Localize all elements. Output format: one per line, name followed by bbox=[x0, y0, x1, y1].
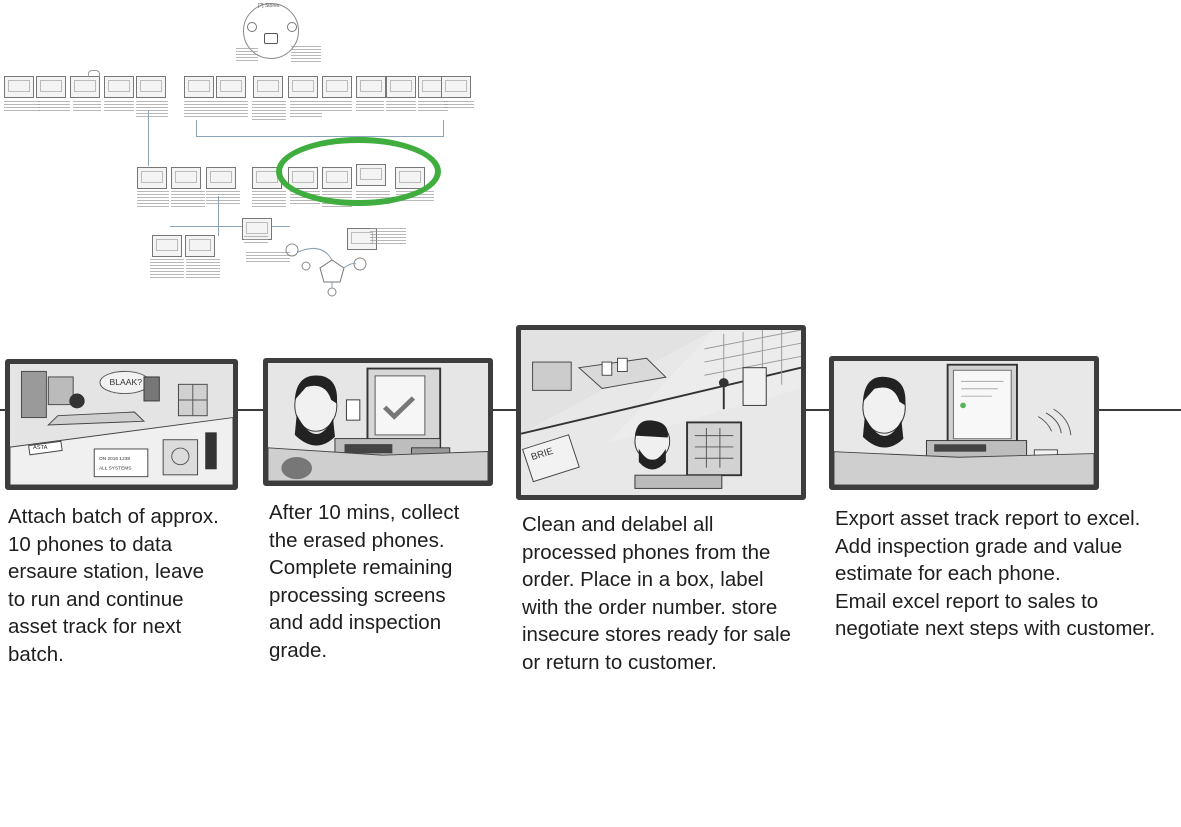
panel2-sketch bbox=[268, 363, 488, 481]
envelope-icon bbox=[264, 33, 278, 44]
caption-line: grade. bbox=[269, 638, 328, 662]
panel1-doc-text-1: ON 2016 1238 bbox=[99, 456, 130, 461]
caption-line: Export asset track report to excel. bbox=[835, 507, 1141, 530]
panel1-label-text: ASTA bbox=[33, 445, 48, 451]
caption-line: Email excel report to sales to bbox=[835, 589, 1099, 613]
hub-circle bbox=[243, 3, 299, 59]
caption-line: insecure stores ready for sale bbox=[522, 623, 791, 647]
caption-line: order. Place in a box, label bbox=[522, 568, 764, 592]
caption-line: 10 phones to data bbox=[8, 532, 173, 556]
panel3-caption: Clean and delabel all processed phones f… bbox=[522, 511, 791, 677]
caption-line: estimate for each phone. bbox=[835, 562, 1061, 586]
caption-line: Complete remaining bbox=[269, 556, 453, 580]
highlight-ellipse bbox=[276, 137, 441, 206]
caption-line: negotiate next steps with customer. bbox=[835, 617, 1156, 641]
caption-line: with the order number. store bbox=[522, 595, 778, 619]
storyboard-panel-2 bbox=[263, 358, 493, 486]
caption-line: processing screens bbox=[269, 583, 446, 607]
caption-line: After 10 mins, collect bbox=[269, 501, 460, 524]
panel1-doc-text-2: ALL SYSTEMS bbox=[99, 465, 131, 470]
caption-line: and add inspection bbox=[269, 611, 442, 635]
caption-line: the erased phones. bbox=[269, 528, 445, 552]
caption-line: Add inspection grade and value bbox=[835, 534, 1123, 558]
storyboard-panel-3: BRIE bbox=[516, 325, 806, 500]
panel1-sketch: BLAAK? ASTA ON 2016 1238 ALL SYSTEMS bbox=[10, 364, 233, 485]
caption-line: batch. bbox=[8, 642, 64, 666]
caption-line: Clean and delabel all bbox=[522, 513, 714, 536]
storyboard-panel-1: BLAAK? ASTA ON 2016 1238 ALL SYSTEMS bbox=[5, 359, 238, 490]
panel1-caption: Attach batch of approx. 10 phones to dat… bbox=[8, 503, 219, 669]
panel2-caption: After 10 mins, collect the erased phones… bbox=[269, 499, 459, 665]
panel4-caption: Export asset track report to excel. Add … bbox=[835, 505, 1155, 643]
caption-line: processed phones from the bbox=[522, 540, 771, 564]
caption-line: ersaure station, leave bbox=[8, 560, 205, 584]
caption-line: or return to customer. bbox=[522, 650, 717, 674]
hub-node-right bbox=[287, 22, 297, 32]
panel4-sketch bbox=[834, 361, 1094, 485]
hub-node-left bbox=[247, 22, 257, 32]
panel3-sketch: BRIE bbox=[521, 330, 801, 495]
caption-line: asset track for next bbox=[8, 615, 182, 639]
caption-line: Attach batch of approx. bbox=[8, 505, 219, 528]
pentagon-network bbox=[285, 243, 367, 297]
panel1-sign-text: BLAAK? bbox=[110, 377, 143, 387]
caption-line: to run and continue bbox=[8, 587, 184, 611]
hub-label: [?] Stores bbox=[258, 3, 280, 9]
storyboard-panel-4 bbox=[829, 356, 1099, 490]
overview-map: [?] Stores bbox=[0, 0, 480, 300]
